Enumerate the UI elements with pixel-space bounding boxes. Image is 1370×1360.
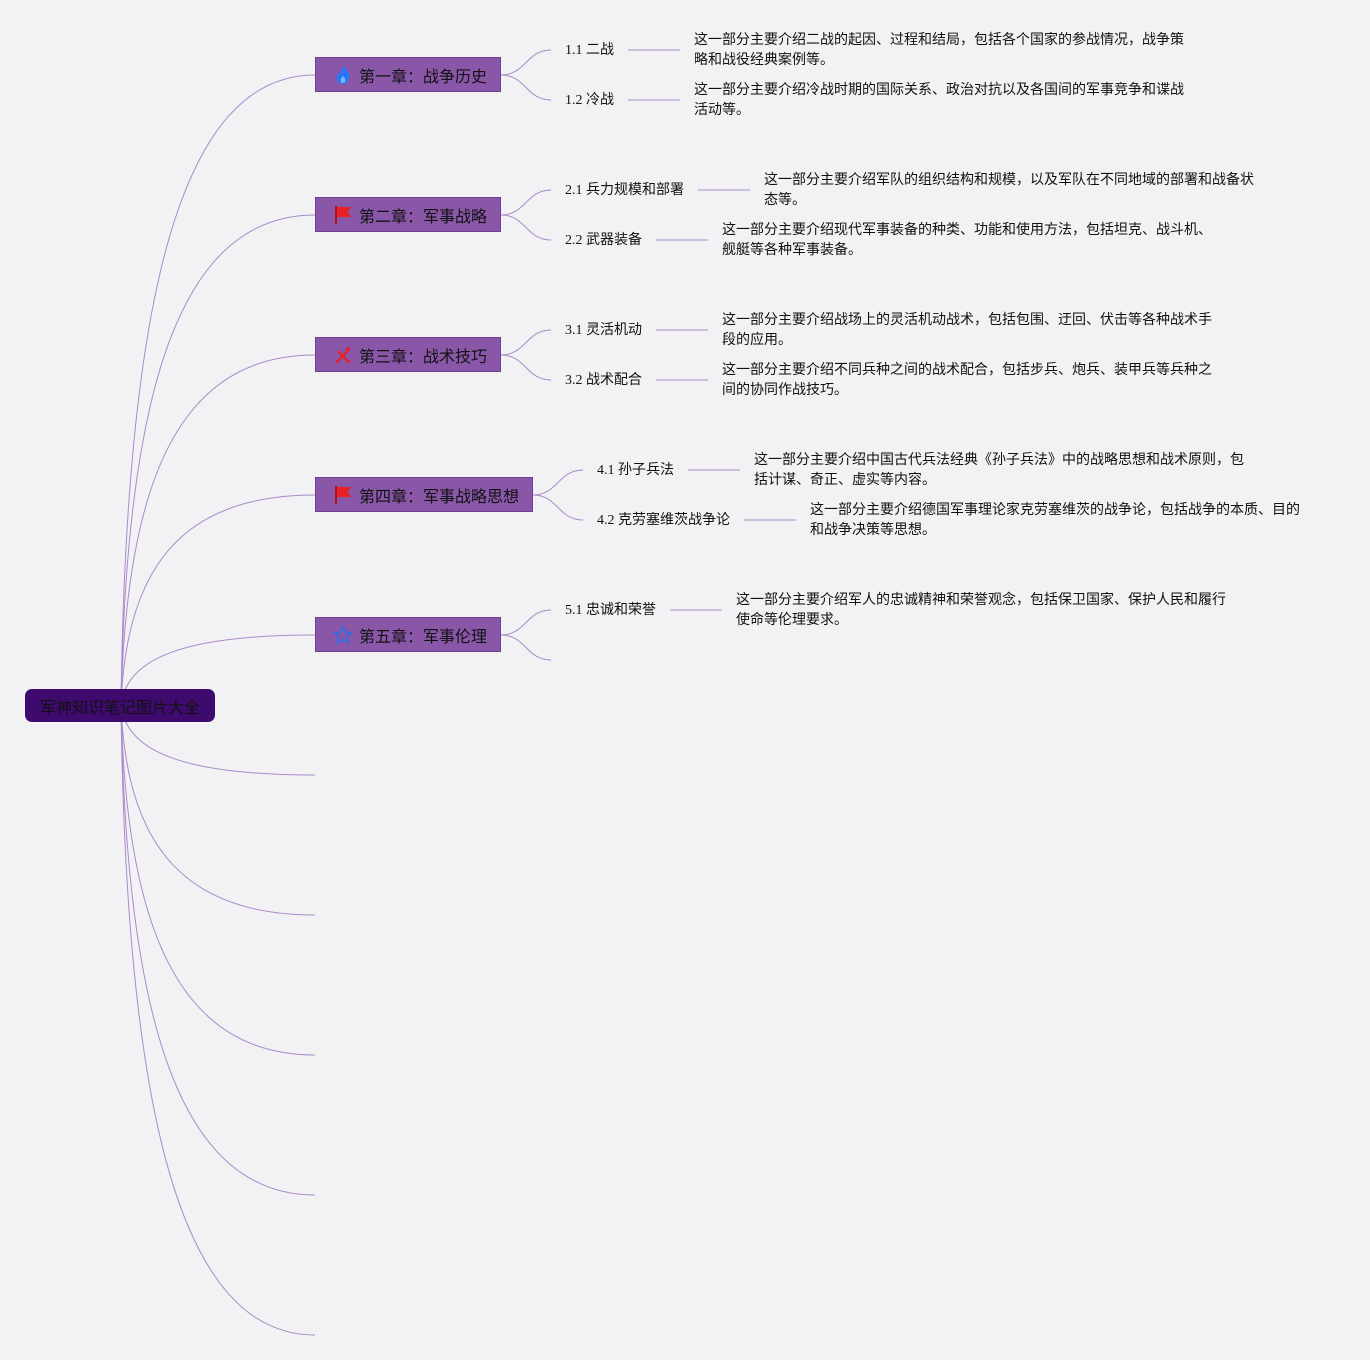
subtopic-label: 2.2 武器装备 [565, 233, 642, 248]
root-label: 军神知识笔记图片大全 [39, 699, 200, 717]
chapter-branch-line [532, 469, 584, 496]
root-branch-line [120, 494, 316, 706]
root-branch-line [120, 634, 316, 706]
chapter-branch-line [500, 634, 552, 661]
star-icon [333, 624, 353, 645]
chapter-branch-line [500, 354, 552, 381]
description-text: 这一部分主要介绍军人的忠诚精神和荣誉观念，包括保卫国家、保护人民和履行使命等伦理… [736, 593, 1226, 628]
chapter-branch-line [500, 609, 552, 636]
chapter-label: 第一章：战争历史 [359, 68, 488, 86]
root-branch-line [120, 704, 316, 1336]
subtopic-label: 3.2 战术配合 [565, 373, 642, 388]
chapter-label: 第二章：军事战略 [359, 208, 488, 226]
chapter-branch-line [500, 49, 552, 76]
root-branch-line [120, 214, 316, 706]
chapter-node-2[interactable]: 第二章：军事战略 [315, 197, 501, 232]
subtopic-2-1-description: 这一部分主要介绍军队的组织结构和规模，以及军队在不同地域的部署和战备状态等。 [764, 171, 1264, 211]
crossed-tools-icon [333, 345, 353, 365]
subtopic-4-2-description: 这一部分主要介绍德国军事理论家克劳塞维茨的战争论，包括战争的本质、目的和战争决策… [810, 501, 1305, 541]
subtopic-label: 1.1 二战 [565, 43, 614, 58]
subtopic-2-2-description: 这一部分主要介绍现代军事装备的种类、功能和使用方法，包括坦克、战斗机、舰艇等各种… [722, 221, 1222, 261]
subtopic-3-2[interactable]: 3.2 战术配合 [565, 371, 642, 391]
chapter-label: 第三章：战术技巧 [359, 348, 488, 366]
root-branch-line [120, 704, 316, 1196]
subtopic-1-2-description: 这一部分主要介绍冷战时期的国际关系、政治对抗以及各国间的军事竞争和谍战活动等。 [694, 81, 1194, 121]
fire-icon [333, 65, 353, 85]
chapter-branch-line [500, 74, 552, 101]
chapter-branch-line [500, 189, 552, 216]
root-branch-line [120, 704, 316, 1056]
description-text: 这一部分主要介绍二战的起因、过程和结局，包括各个国家的参战情况，战争策略和战役经… [694, 33, 1184, 68]
subtopic-1-1-description: 这一部分主要介绍二战的起因、过程和结局，包括各个国家的参战情况，战争策略和战役经… [694, 31, 1194, 71]
root-node[interactable]: 军神知识笔记图片大全 [25, 689, 215, 722]
subtopic-4-1-description: 这一部分主要介绍中国古代兵法经典《孙子兵法》中的战略思想和战术原则，包括计谋、奇… [754, 451, 1254, 491]
subtopic-1-1[interactable]: 1.1 二战 [565, 41, 614, 61]
subtopic-3-2-description: 这一部分主要介绍不同兵种之间的战术配合，包括步兵、炮兵、装甲兵等兵种之间的协同作… [722, 361, 1222, 401]
chapter-node-3[interactable]: 第三章：战术技巧 [315, 337, 501, 372]
subtopic-label: 5.1 忠诚和荣誉 [565, 603, 656, 618]
chapter-label: 第五章：军事伦理 [359, 628, 488, 646]
chapter-branch-line [500, 329, 552, 356]
description-text: 这一部分主要介绍德国军事理论家克劳塞维茨的战争论，包括战争的本质、目的和战争决策… [810, 503, 1300, 538]
description-text: 这一部分主要介绍现代军事装备的种类、功能和使用方法，包括坦克、战斗机、舰艇等各种… [722, 223, 1212, 258]
chapter-branch-line [532, 494, 584, 521]
root-branch-line [120, 354, 316, 706]
subtopic-label: 1.2 冷战 [565, 93, 614, 108]
subtopic-3-1[interactable]: 3.1 灵活机动 [565, 321, 642, 341]
chapter-node-1[interactable]: 第一章：战争历史 [315, 57, 501, 92]
chapter-node-5[interactable]: 第五章：军事伦理 [315, 617, 501, 652]
chapter-branch-line [500, 214, 552, 241]
subtopic-label: 4.2 克劳塞维茨战争论 [597, 513, 730, 528]
red-flag-icon [333, 485, 353, 505]
subtopic-5-1-description: 这一部分主要介绍军人的忠诚精神和荣誉观念，包括保卫国家、保护人民和履行使命等伦理… [736, 591, 1236, 631]
subtopic-4-2[interactable]: 4.2 克劳塞维茨战争论 [597, 511, 730, 531]
subtopic-2-2[interactable]: 2.2 武器装备 [565, 231, 642, 251]
root-branch-line [120, 704, 316, 916]
subtopic-4-1[interactable]: 4.1 孙子兵法 [597, 461, 674, 481]
description-text: 这一部分主要介绍战场上的灵活机动战术，包括包围、迂回、伏击等各种战术手段的应用。 [722, 313, 1212, 348]
root-branch-line [120, 74, 316, 706]
description-text: 这一部分主要介绍冷战时期的国际关系、政治对抗以及各国间的军事竞争和谍战活动等。 [694, 83, 1184, 118]
subtopic-label: 2.1 兵力规模和部署 [565, 183, 684, 198]
subtopic-5-1[interactable]: 5.1 忠诚和荣誉 [565, 601, 656, 621]
red-flag-icon [333, 205, 353, 225]
subtopic-1-2[interactable]: 1.2 冷战 [565, 91, 614, 111]
chapter-node-4[interactable]: 第四章：军事战略思想 [315, 477, 533, 512]
description-text: 这一部分主要介绍军队的组织结构和规模，以及军队在不同地域的部署和战备状态等。 [764, 173, 1254, 208]
subtopic-label: 4.1 孙子兵法 [597, 463, 674, 478]
subtopic-label: 3.1 灵活机动 [565, 323, 642, 338]
chapter-label: 第四章：军事战略思想 [359, 488, 520, 506]
subtopic-2-1[interactable]: 2.1 兵力规模和部署 [565, 181, 684, 201]
subtopic-3-1-description: 这一部分主要介绍战场上的灵活机动战术，包括包围、迂回、伏击等各种战术手段的应用。 [722, 311, 1222, 351]
description-text: 这一部分主要介绍不同兵种之间的战术配合，包括步兵、炮兵、装甲兵等兵种之间的协同作… [722, 363, 1212, 398]
description-text: 这一部分主要介绍中国古代兵法经典《孙子兵法》中的战略思想和战术原则，包括计谋、奇… [754, 453, 1244, 488]
